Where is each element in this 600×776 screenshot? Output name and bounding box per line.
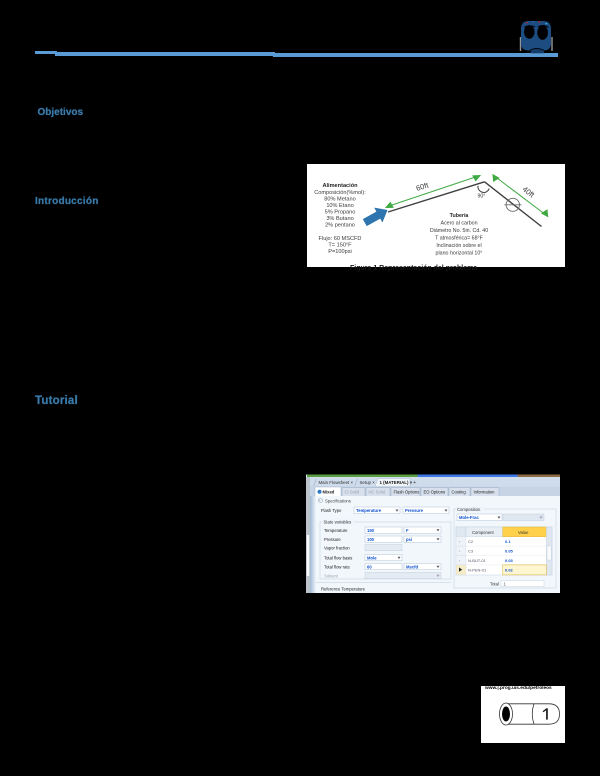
- svg-text:1 (MATERIAL) ×: 1 (MATERIAL) ×: [380, 480, 413, 485]
- svg-text:80% Metano: 80% Metano: [324, 197, 355, 203]
- svg-text:Pressure: Pressure: [324, 537, 341, 542]
- svg-text:Mscfd: Mscfd: [406, 565, 419, 570]
- svg-text:Composición(%mol):: Composición(%mol):: [314, 190, 366, 196]
- svg-text:C2: C2: [468, 539, 474, 544]
- svg-text:150: 150: [367, 528, 375, 533]
- svg-text:+: +: [413, 480, 416, 486]
- svg-text:Total: Total: [490, 582, 499, 587]
- svg-text:›: ›: [459, 549, 461, 554]
- svg-text:Inclinación sobre el: Inclinación sobre el: [436, 243, 481, 249]
- svg-text:plano horizontal 10°: plano horizontal 10°: [436, 251, 483, 257]
- svg-text:0.03: 0.03: [505, 558, 514, 563]
- svg-text:^: ^: [319, 499, 321, 503]
- svg-text:Pressure: Pressure: [405, 508, 424, 513]
- svg-text:Temperature: Temperature: [324, 528, 348, 533]
- svg-text:60: 60: [367, 565, 372, 570]
- svg-text:Mole-Frac: Mole-Frac: [459, 515, 479, 520]
- svg-text:Alimentación: Alimentación: [322, 183, 358, 189]
- svg-text:90°: 90°: [478, 194, 486, 200]
- svg-text:T atmosférica= 68°F: T atmosférica= 68°F: [435, 236, 484, 242]
- svg-text:1: 1: [504, 582, 507, 587]
- svg-text:Diámetro No. 5in. Cd. 40: Diámetro No. 5in. Cd. 40: [430, 228, 488, 234]
- svg-text:NC Solid: NC Solid: [369, 489, 386, 494]
- svg-text:P=100psi: P=100psi: [328, 249, 351, 255]
- svg-text:N-PEN-01: N-PEN-01: [468, 568, 487, 573]
- svg-text:Composition: Composition: [457, 507, 481, 512]
- svg-text:F: F: [406, 528, 409, 533]
- svg-text:Main Flowsheet ×: Main Flowsheet ×: [319, 480, 354, 485]
- svg-text:60ft: 60ft: [415, 180, 431, 193]
- svg-text:Temperature: Temperature: [356, 508, 382, 513]
- svg-text:Setup ×: Setup ×: [360, 480, 376, 485]
- svg-text:›: ›: [459, 539, 461, 544]
- svg-text:T= 150°F: T= 150°F: [328, 243, 352, 249]
- svg-text:Solvent: Solvent: [324, 574, 339, 579]
- svg-text:0.05: 0.05: [505, 549, 514, 554]
- svg-text:State variables: State variables: [324, 520, 352, 525]
- svg-text:psi: psi: [406, 537, 412, 542]
- svg-text:N-BUT-01: N-BUT-01: [468, 558, 487, 563]
- svg-text:2% pentano: 2% pentano: [325, 223, 355, 229]
- svg-text:Mole: Mole: [367, 556, 377, 561]
- svg-text:Reference Temperature: Reference Temperature: [321, 587, 366, 592]
- svg-text:Component: Component: [472, 530, 494, 535]
- svg-text:100: 100: [367, 537, 375, 542]
- svg-text:Information: Information: [474, 489, 496, 494]
- svg-text:Acero al carbon: Acero al carbon: [440, 221, 477, 227]
- svg-text:10% Etano: 10% Etano: [326, 203, 353, 209]
- svg-text:Total flow rate: Total flow rate: [324, 565, 351, 570]
- svg-text:Flash Options: Flash Options: [394, 489, 420, 494]
- svg-text:Total flow basis: Total flow basis: [324, 556, 352, 561]
- svg-text:CI Solid: CI Solid: [345, 489, 360, 494]
- svg-text:Flash Type: Flash Type: [321, 508, 342, 513]
- svg-text:5% Propano: 5% Propano: [325, 210, 356, 216]
- svg-text:›: ›: [459, 558, 461, 563]
- svg-text:3% Butano: 3% Butano: [326, 216, 353, 222]
- svg-text:EO Options: EO Options: [424, 489, 446, 494]
- svg-text:C3: C3: [468, 549, 474, 554]
- svg-text:Flujo: 60 MSCFD: Flujo: 60 MSCFD: [319, 236, 362, 242]
- svg-text:0.02: 0.02: [505, 568, 514, 573]
- svg-text:Costing: Costing: [452, 489, 467, 494]
- svg-text:Value: Value: [518, 530, 529, 535]
- svg-text:Vapor fraction: Vapor fraction: [324, 546, 350, 551]
- svg-text:Mixed: Mixed: [323, 489, 335, 494]
- svg-text:Tubería: Tubería: [450, 213, 469, 219]
- svg-text:Specifications: Specifications: [325, 499, 351, 504]
- svg-text:0.1: 0.1: [505, 539, 511, 544]
